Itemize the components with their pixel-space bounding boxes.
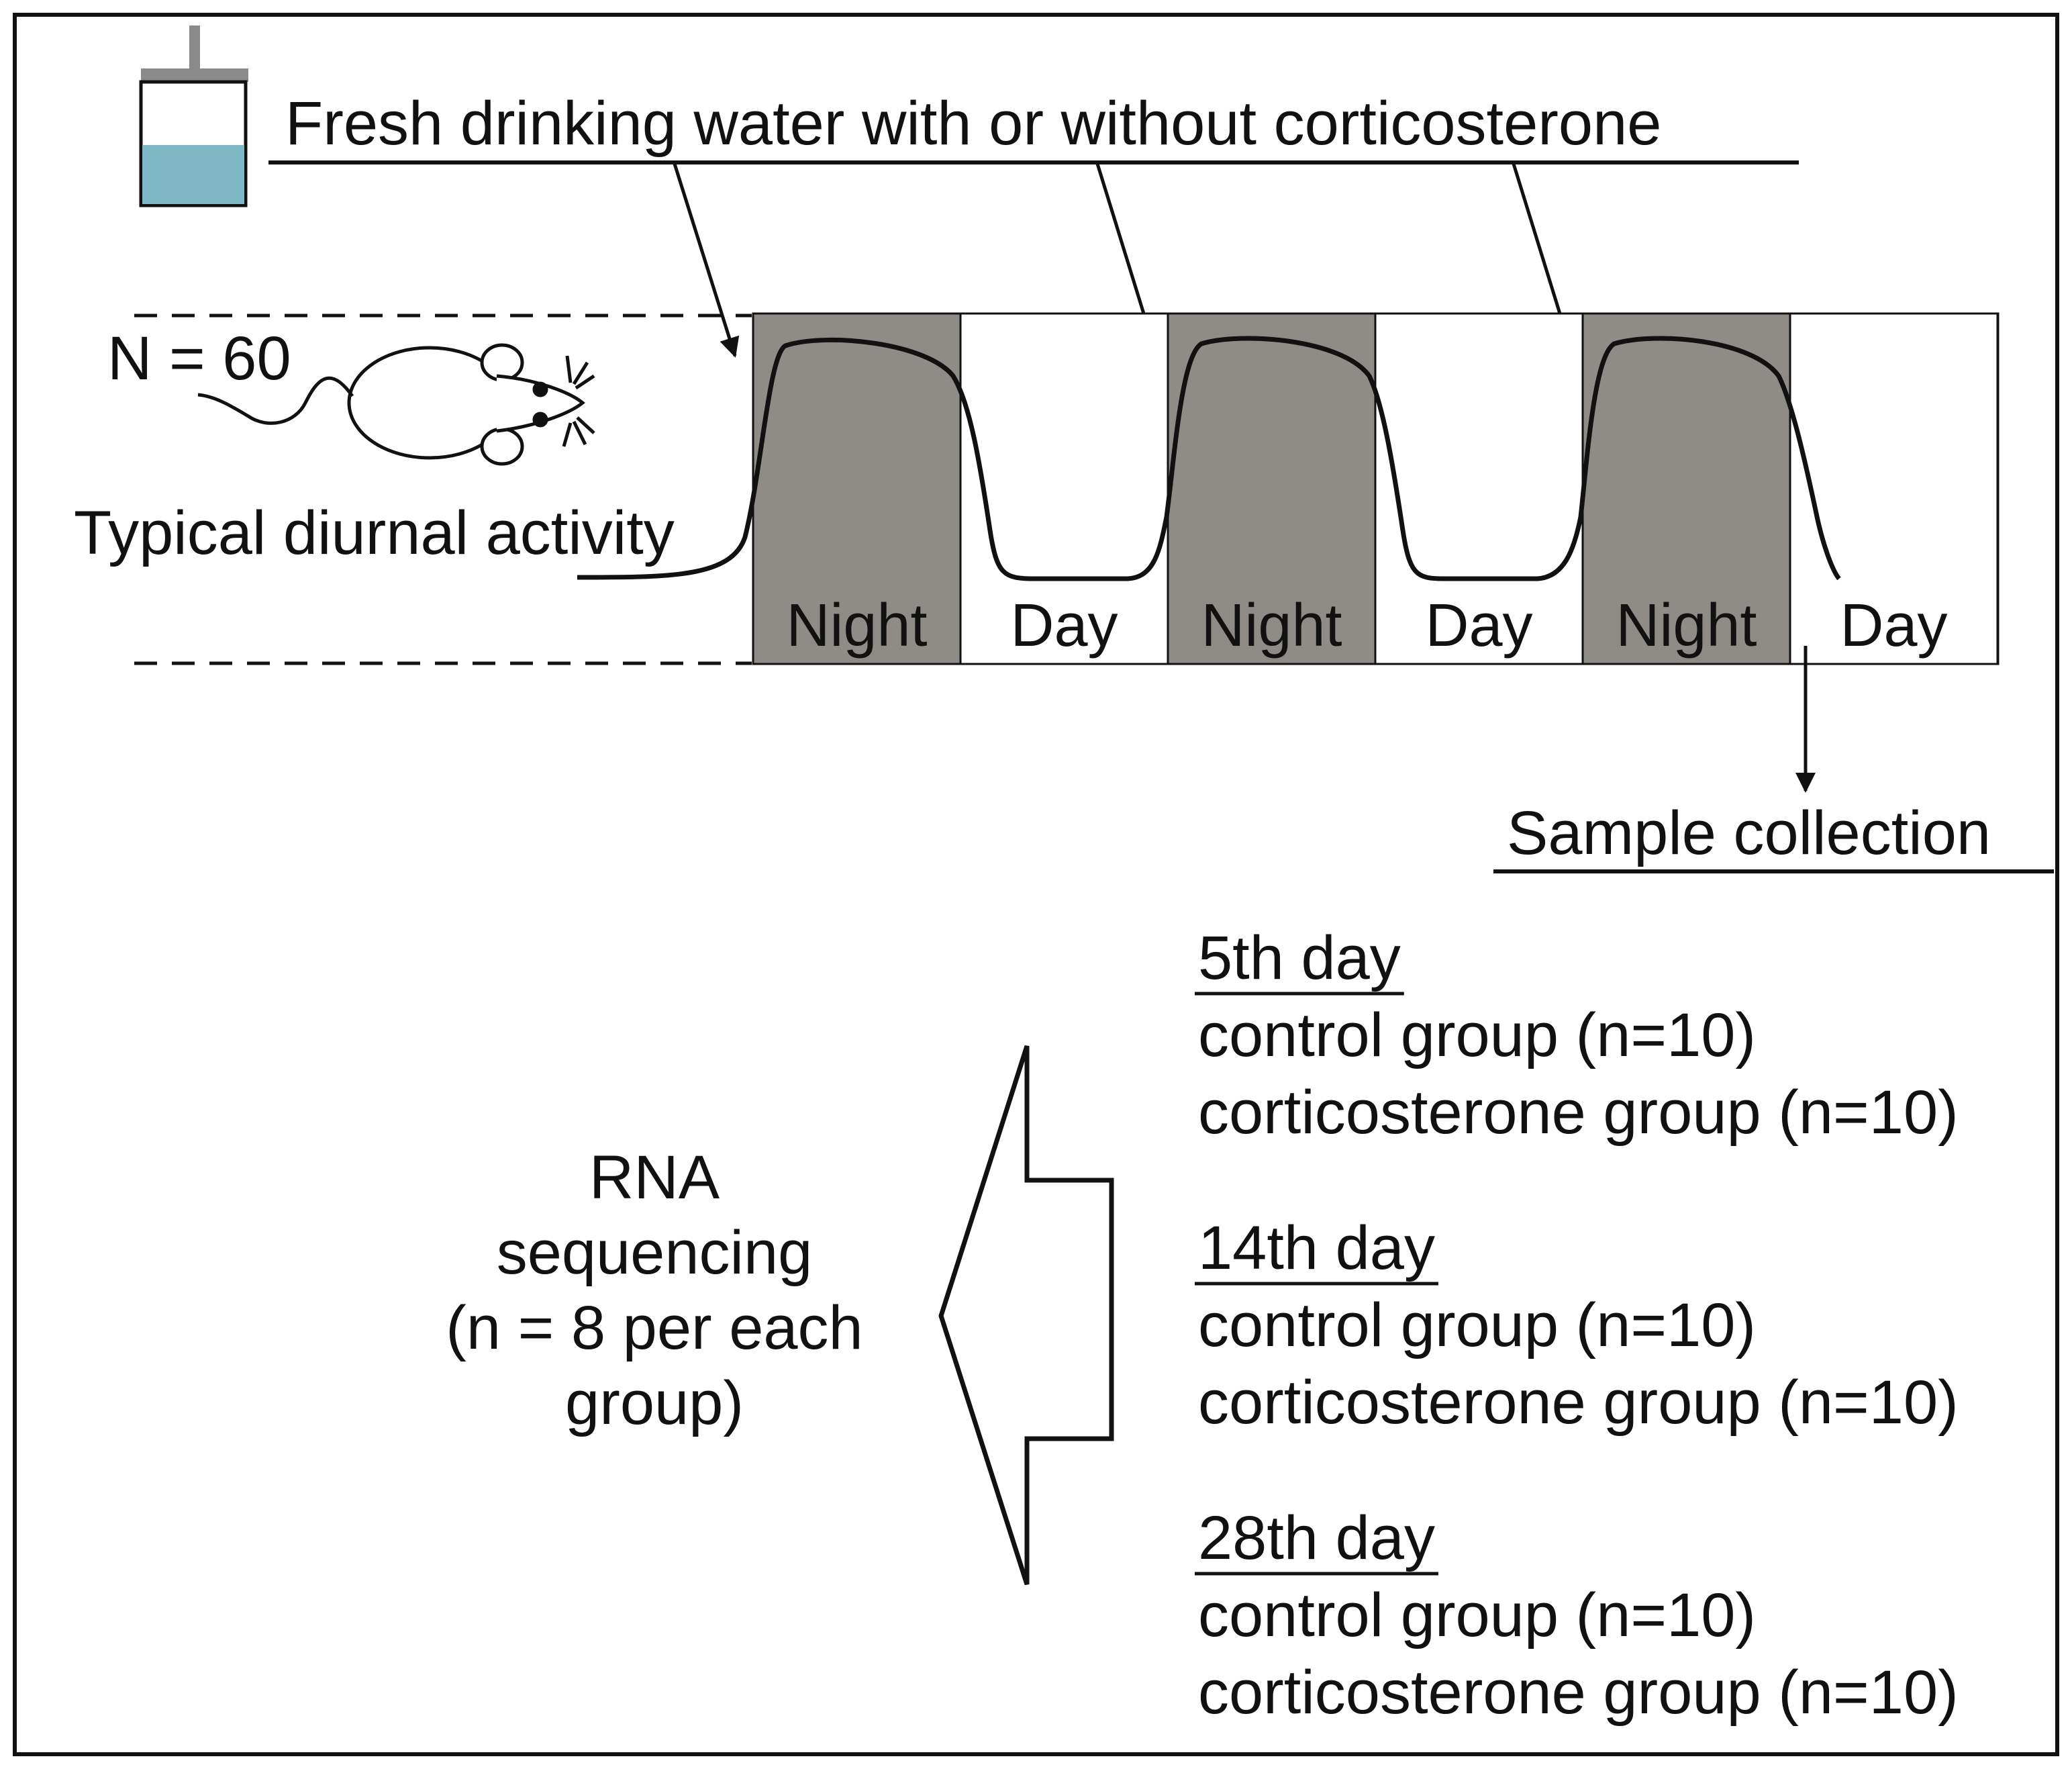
rna-line-3: (n = 8 per each — [446, 1294, 862, 1362]
sample-collection-label: Sample collection — [1507, 799, 1991, 867]
timepoint-2-group-1: control group (n=10) — [1198, 1291, 1756, 1359]
phase-label-4: Day — [1425, 592, 1532, 659]
activity-label: Typical diurnal activity — [74, 499, 675, 567]
water-label: Fresh drinking water with or without cor… — [285, 89, 1661, 158]
timepoint-1-group-1: control group (n=10) — [1198, 1001, 1756, 1069]
timepoint-title-3: 28th day — [1198, 1504, 1435, 1572]
phase-block-day-2 — [959, 312, 1169, 665]
timepoint-title-2: 14th day — [1198, 1214, 1435, 1282]
phase-block-night-3 — [1167, 312, 1377, 665]
phase-label-1: Night — [786, 592, 927, 659]
timepoint-title-1: 5th day — [1198, 924, 1401, 992]
phase-label-3: Night — [1201, 592, 1342, 659]
timepoint-3-group-1: control group (n=10) — [1198, 1581, 1756, 1650]
timepoint-1-group-2: corticosterone group (n=10) — [1198, 1078, 1959, 1147]
water-bottle-icon — [139, 26, 248, 207]
phase-label-6: Day — [1840, 592, 1947, 659]
mouse-icon — [197, 343, 595, 466]
phase-block-day-6 — [1789, 312, 1999, 665]
activity-curve — [577, 336, 1841, 581]
mouse-count-label: N = 60 — [107, 324, 291, 393]
timepoint-list: 5th day control group (n=10) corticosteron… — [1195, 924, 1959, 1727]
timepoint-2-group-2: corticosterone group (n=10) — [1198, 1368, 1959, 1437]
figure-border — [13, 13, 2059, 1756]
timepoint-3-group-2: corticosterone group (n=10) — [1198, 1658, 1959, 1727]
rna-line-1: RNA — [589, 1143, 720, 1212]
phase-block-day-4 — [1374, 312, 1584, 665]
rna-line-2: sequencing — [497, 1218, 813, 1287]
phase-label-2: Day — [1010, 592, 1118, 659]
phase-block-night-5 — [1581, 312, 1791, 665]
rna-line-4: group) — [565, 1369, 744, 1437]
left-block-arrow — [938, 1045, 1114, 1586]
light-dark-cycle: Night Day Night Day Night Day — [752, 312, 1999, 665]
phase-label-5: Night — [1616, 592, 1757, 659]
water-arrow-1 — [673, 163, 740, 358]
